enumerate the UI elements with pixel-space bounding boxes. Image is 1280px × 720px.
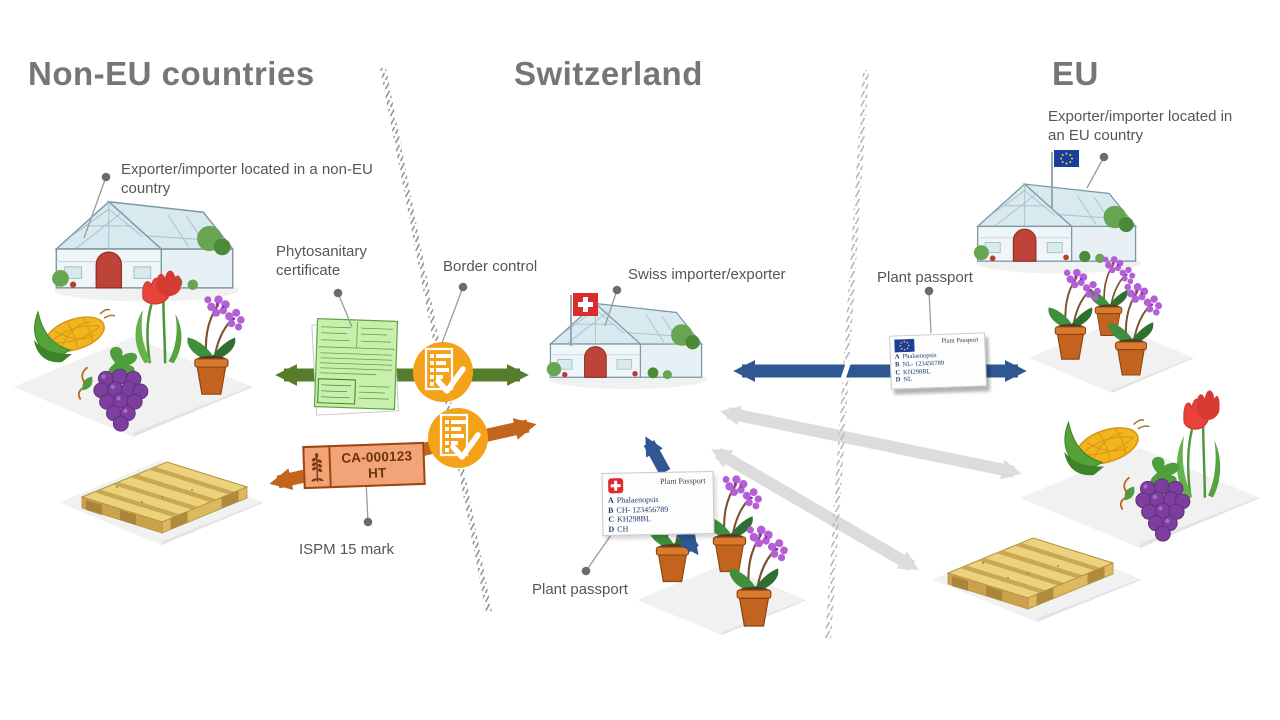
label-plant-passport-ch: Plant passport: [532, 581, 628, 598]
border-control-badge-wood: [428, 408, 488, 468]
border-control-badge-plants: [413, 342, 473, 402]
label-phytosanitary-certificate: Phytosanitary certificate: [276, 243, 367, 279]
callout-dots: [101, 152, 1109, 576]
gray-trade-arrow-1: [720, 405, 1022, 480]
ispm-mark-text: CA-000123 HT: [330, 444, 423, 486]
eu-flag-icon-small: [894, 338, 915, 353]
swiss-flag-icon: [570, 293, 598, 346]
swiss-cross-icon: [608, 478, 624, 494]
region-title-switzerland: Switzerland: [514, 55, 703, 92]
border-line-switzerland-eu: [825, 69, 869, 641]
passport-title: Plant Passport: [659, 476, 706, 486]
wheat-ear-icon: [304, 447, 332, 488]
label-eu-exporter: Exporter/importer located in an EU count…: [1048, 108, 1233, 144]
gray-trade-arrow-2: [711, 447, 919, 572]
phytosanitary-certificate-document: [311, 318, 399, 416]
eu-flag-icon: [1051, 150, 1079, 208]
region-title-eu: EU: [1052, 55, 1099, 92]
ispm-15-mark: CA-000123 HT: [302, 441, 426, 490]
blue-arrow-ch-up: [643, 436, 671, 475]
label-plant-passport-eu: Plant passport: [877, 269, 973, 286]
label-ispm-mark: ISPM 15 mark: [299, 541, 395, 558]
label-swiss-importer: Swiss importer/exporter: [628, 266, 786, 283]
passport-title: Plant Passport: [941, 336, 979, 345]
callout-lines: [83, 156, 1105, 572]
label-non-eu-exporter: Exporter/importer located in a non-EU co…: [121, 161, 373, 197]
pallet-non-eu: [81, 461, 248, 534]
region-title-non-eu: Non-EU countries: [28, 55, 315, 92]
label-border-control: Border control: [443, 258, 538, 275]
border-gap-mark: [839, 360, 852, 383]
ispm-treatment: HT: [367, 464, 387, 481]
ispm-code: CA-000123: [341, 448, 413, 466]
